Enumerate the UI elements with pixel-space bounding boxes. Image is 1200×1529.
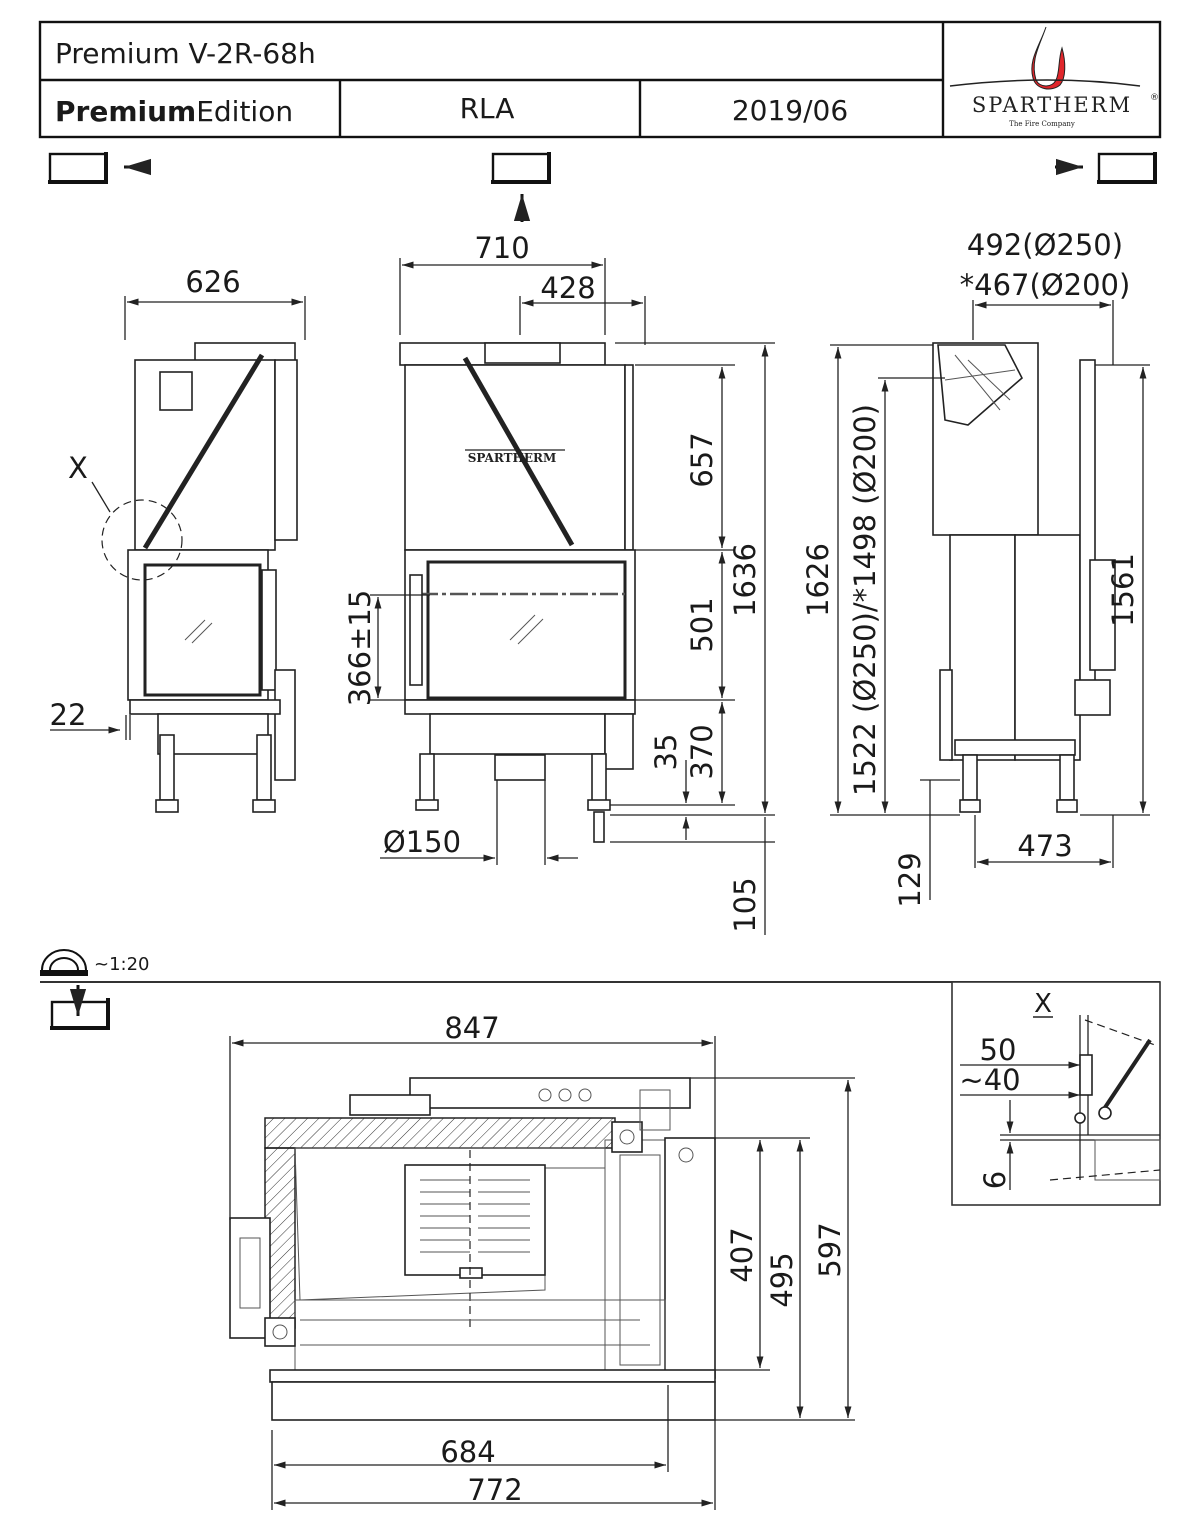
dim-label: 626 (185, 265, 240, 299)
front-nameplate: SPARTHERM (468, 451, 557, 465)
dim-626: 626 (124, 265, 306, 340)
side-view-left (91, 342, 298, 813)
dim-label: Ø150 (383, 825, 461, 859)
front-vertical-dims: 657 501 370 1636 35 105 (610, 342, 775, 935)
dim-label: 1636 (728, 543, 762, 617)
right-vertical-dims: 1626 1522 (Ø250)/*1498 (Ø200) 1561 129 (801, 344, 1150, 908)
dim-label: 129 (893, 852, 927, 907)
dim-flue-250: 492(Ø250) (967, 228, 1123, 262)
dim-label: 473 (1017, 829, 1072, 863)
detail-x-marker: X (68, 451, 88, 485)
front-view: SPARTHERM (399, 342, 636, 843)
dim-366: 366±15 (343, 590, 430, 707)
dim-22: 22 (50, 698, 131, 740)
edition-rest: Edition (196, 95, 293, 128)
dim-label: 428 (540, 271, 595, 305)
variant-label: RLA (460, 92, 515, 125)
dim-label: 772 (467, 1473, 522, 1507)
logo-tagline: The Fire Company (1009, 120, 1075, 128)
view-from-right-icon (1055, 152, 1157, 184)
dim-label: 495 (765, 1252, 799, 1307)
view-from-top-icon (50, 985, 110, 1030)
dim-label: 1626 (801, 543, 835, 617)
dim-label: 1561 (1106, 553, 1140, 627)
spartherm-logo: SPARTHERM ® The Fire Company (949, 26, 1159, 128)
title-block: Premium V-2R-68h PremiumEdition RLA 2019… (38, 20, 1162, 139)
logo-brand: SPARTHERM (972, 93, 1132, 117)
detail-dim-40: ~40 (959, 1063, 1020, 1097)
protractor-icon (40, 949, 88, 976)
detail-x-circle (101, 499, 183, 581)
dim-label: 370 (685, 724, 719, 779)
view-from-front-icon (491, 152, 551, 222)
dim-label: 22 (50, 698, 87, 732)
dim-label: 1522 (Ø250)/*1498 (Ø200) (848, 404, 882, 796)
view-from-left-icon (48, 152, 151, 184)
scale-label: ~1:20 (94, 954, 150, 975)
dim-label: 847 (444, 1011, 499, 1045)
dim-label: 684 (440, 1435, 495, 1469)
dim-473: 473 (974, 815, 1114, 868)
dim-710: 710 (399, 231, 606, 335)
dim-label: 710 (474, 231, 529, 265)
dim-label: 105 (728, 877, 762, 932)
dim-847: 847 (229, 1011, 716, 1220)
dim-492 (972, 300, 1114, 365)
date-label: 2019/06 (732, 94, 848, 127)
dim-label: 35 (649, 734, 683, 771)
registered-mark: ® (1150, 93, 1159, 103)
detail-x-title: X (1034, 989, 1052, 1019)
dim-label: 366±15 (343, 590, 377, 707)
plan-view (229, 1077, 716, 1421)
dim-label: 597 (813, 1222, 847, 1277)
model-title: Premium V-2R-68h (55, 37, 316, 70)
detail-dim-50: 50 (980, 1033, 1017, 1067)
dim-150: Ø150 (380, 780, 578, 865)
dim-label: 657 (685, 432, 719, 487)
side-view-right (932, 342, 1116, 813)
dim-label: 501 (685, 597, 719, 652)
dim-label: 407 (725, 1227, 759, 1282)
plan-vertical-dims: 407 495 597 (690, 1077, 855, 1421)
edition-label: PremiumEdition (55, 95, 293, 128)
dim-flue-200: *467(Ø200) (960, 268, 1131, 302)
dim-428: 428 (519, 271, 646, 345)
edition-bold: Premium (55, 95, 196, 128)
dim-684-772: 684 772 (271, 1385, 716, 1510)
detail-dim-6: 6 (978, 1171, 1012, 1189)
detail-x-box (951, 981, 1161, 1206)
